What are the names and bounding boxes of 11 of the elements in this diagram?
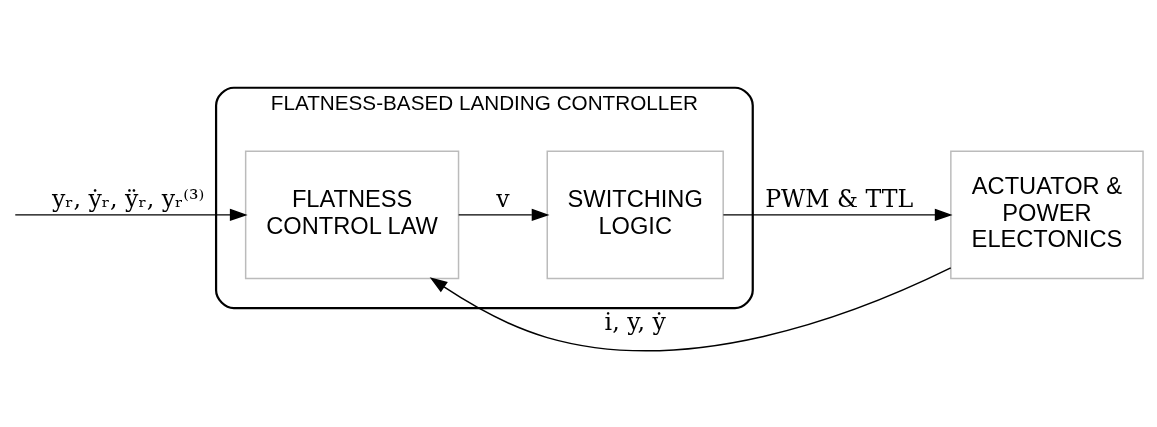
edge-label: v [496,185,510,214]
node-box: ACTUATOR & POWER ELECTONICS [950,150,1144,280]
edge-label: i, y, ẏ [604,307,666,336]
edge-label: yᵣ, ẏᵣ, ÿᵣ, yᵣ⁽³⁾ [51,185,205,214]
edge-label: PWM & TTL [765,185,914,214]
arrow [457,208,550,222]
node-box: SWITCHING LOGIC [546,150,724,280]
arrow [14,208,248,222]
node-box: FLATNESS CONTROL LAW [244,150,460,280]
arrow [722,208,953,222]
arrow [429,267,952,352]
